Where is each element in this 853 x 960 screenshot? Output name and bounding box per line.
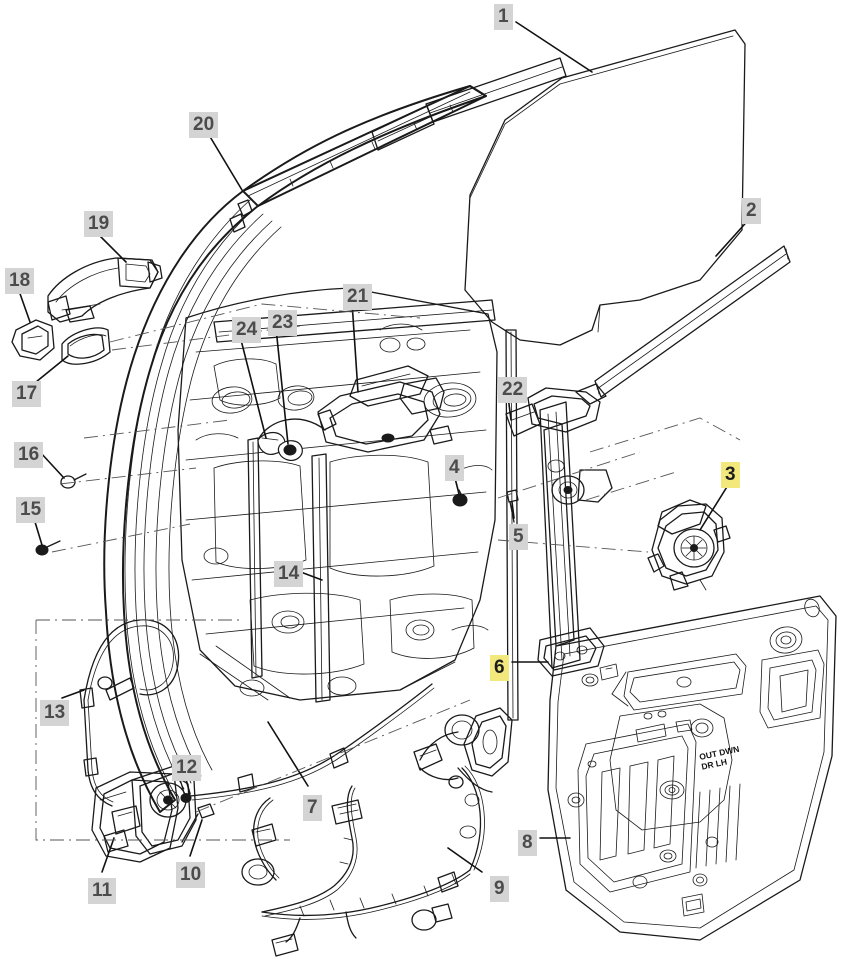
part-latch-screw (181, 803, 215, 843)
callout-12[interactable]: 12 (172, 755, 202, 781)
part-upper-glass-stop-bumper (277, 440, 303, 461)
part-door-outer-shell (103, 85, 487, 813)
part-lock-control-cable (189, 683, 435, 801)
callout-4[interactable]: 4 (445, 455, 464, 481)
callout-19[interactable]: 19 (84, 211, 114, 237)
callout-1[interactable]: 1 (494, 4, 513, 30)
callout-22[interactable]: 22 (498, 377, 528, 403)
callout-7[interactable]: 7 (303, 795, 322, 821)
part-water-deflector-panel: OUT DWN DR LH (547, 595, 837, 941)
callout-24[interactable]: 24 (232, 317, 262, 343)
callout-5[interactable]: 5 (509, 524, 528, 550)
part-door-latch-assembly (91, 765, 197, 863)
callout-20[interactable]: 20 (189, 112, 219, 138)
part-outside-door-handle (47, 257, 163, 323)
part-lock-actuator-cluster (413, 707, 513, 793)
callout-18[interactable]: 18 (5, 268, 35, 294)
part-retaining-grommet (452, 489, 468, 507)
part-lock-cylinder-pin (177, 771, 192, 803)
callout-17[interactable]: 17 (12, 381, 42, 407)
part-handle-bezel-cover (61, 327, 111, 365)
callout-15[interactable]: 15 (16, 497, 46, 523)
part-power-window-motor-assembly (317, 365, 453, 453)
part-handle-end-cap (11, 319, 55, 361)
callout-3[interactable]: 3 (721, 462, 740, 488)
part-window-regulator-motor (647, 499, 731, 591)
part-inside-handle-cable (79, 619, 180, 807)
callout-16[interactable]: 16 (14, 442, 44, 468)
callout-13[interactable]: 13 (40, 700, 70, 726)
callout-21[interactable]: 21 (343, 284, 373, 310)
part-handle-retainer-clip (60, 473, 87, 489)
part-door-window-glass (464, 29, 746, 346)
callout-6[interactable]: 6 (490, 655, 509, 681)
callout-10[interactable]: 10 (176, 862, 206, 888)
callout-2[interactable]: 2 (742, 198, 761, 224)
callout-14[interactable]: 14 (274, 561, 304, 587)
part-handle-screw (35, 540, 61, 556)
callout-9[interactable]: 9 (490, 876, 509, 902)
callout-23[interactable]: 23 (268, 310, 298, 336)
part-door-inner-panel (177, 287, 498, 701)
callout-8[interactable]: 8 (518, 830, 537, 856)
part-door-wiring-harness (241, 765, 485, 957)
part-outer-belt-molding (594, 245, 791, 398)
callout-11[interactable]: 11 (88, 878, 117, 904)
deflector-stamped-text: OUT DWN DR LH (698, 744, 740, 772)
